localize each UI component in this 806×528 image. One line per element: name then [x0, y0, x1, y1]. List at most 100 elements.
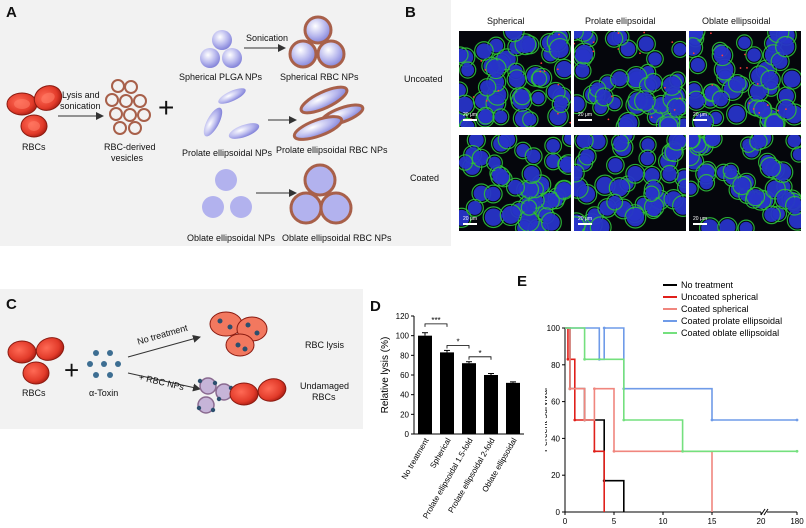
micrograph-coated-spherical: 20 μm	[459, 135, 571, 231]
nanoparticle-dot	[744, 53, 746, 56]
cell-membrane	[737, 219, 755, 231]
plus-sign-c: +	[64, 355, 80, 385]
cell-membrane	[624, 206, 647, 229]
cell-membrane	[689, 135, 701, 150]
cell-nucleus	[515, 89, 530, 104]
cell-nucleus	[638, 36, 654, 52]
censor-mark	[795, 418, 799, 422]
legend-label: Uncoated spherical	[681, 292, 758, 302]
cell-membrane	[676, 178, 686, 196]
nanoparticle-dot	[721, 54, 724, 57]
cell-membrane	[745, 46, 763, 64]
cell-membrane	[513, 87, 532, 106]
cell-nucleus	[719, 219, 736, 231]
cell-nucleus	[543, 214, 560, 231]
cell-membrane	[471, 148, 491, 168]
cell-nucleus	[516, 35, 535, 53]
label-spherical-plga: Spherical PLGA NPs	[179, 72, 263, 82]
cell-nucleus	[499, 135, 516, 148]
bar	[440, 352, 454, 434]
cell-nucleus	[607, 31, 622, 46]
censor-mark	[566, 357, 570, 361]
cell-nucleus	[468, 135, 484, 148]
cell-membrane	[531, 67, 553, 89]
y-tick-label: 0	[556, 508, 561, 517]
cell-nucleus	[747, 48, 761, 62]
cell-nucleus	[738, 36, 751, 49]
y-tick-label: 80	[551, 361, 560, 370]
cell-nucleus	[473, 150, 489, 166]
legend-label: No treatment	[681, 280, 734, 290]
cell-membrane	[606, 155, 625, 175]
cell-membrane	[726, 103, 748, 125]
cell-nucleus	[610, 179, 629, 197]
label-alpha-toxin: α-Toxin	[89, 388, 119, 398]
cell-nucleus	[556, 60, 571, 78]
cell-membrane	[553, 58, 571, 80]
cell-nucleus	[575, 44, 594, 63]
cell-nucleus	[505, 31, 523, 41]
nanoparticle-dot	[497, 89, 500, 92]
cell-nucleus	[467, 201, 482, 215]
cell-nucleus	[699, 176, 713, 190]
legend-label: Coated oblate ellipsoidal	[681, 328, 779, 338]
cell-nucleus	[476, 43, 492, 59]
y-tick-label: 100	[547, 324, 561, 333]
cell-membrane	[611, 135, 630, 152]
cell-membrane	[732, 175, 752, 196]
cell-nucleus	[619, 113, 638, 127]
cell-membrane	[775, 99, 797, 121]
cell-nucleus	[519, 212, 538, 231]
cell-nucleus	[653, 97, 669, 112]
cell-membrane	[476, 106, 495, 125]
cell-nucleus	[486, 186, 501, 202]
label-rbcs-c: RBCs	[22, 388, 46, 398]
cell-nucleus	[597, 89, 612, 105]
nanoparticle-dot	[679, 97, 682, 100]
y-tick-label: 60	[400, 371, 409, 380]
cell-membrane	[660, 164, 679, 184]
cell-membrane	[764, 113, 786, 127]
cell-nucleus	[608, 195, 621, 209]
label-spherical-rbc: Spherical RBC NPs	[280, 72, 359, 82]
nanoparticle-dot	[746, 66, 748, 69]
nanoparticle-dot	[607, 118, 610, 121]
nanoparticle-dot	[480, 60, 483, 62]
cell-membrane	[459, 94, 476, 116]
cell-membrane	[492, 108, 510, 126]
cell-membrane	[638, 149, 657, 168]
cell-nucleus	[769, 31, 788, 42]
cell-membrane	[666, 135, 686, 151]
cell-nucleus	[556, 181, 571, 198]
censor-mark	[622, 418, 626, 422]
cell-nucleus	[673, 43, 686, 56]
cell-nucleus	[459, 48, 467, 62]
cell-nucleus	[662, 167, 677, 182]
cell-membrane	[540, 211, 562, 231]
cell-nucleus	[550, 40, 569, 58]
nanoparticle-dot	[643, 31, 646, 34]
cell-nucleus	[787, 198, 801, 214]
x-tick-label: 0	[563, 517, 568, 526]
cell-membrane	[594, 87, 614, 107]
panel-e-letter: E	[517, 273, 528, 290]
panel-c	[0, 289, 363, 429]
cell-nucleus	[689, 182, 697, 195]
cell-membrane	[671, 194, 686, 217]
nanoparticle-dot	[610, 95, 613, 98]
cell-membrane	[703, 135, 723, 149]
cell-nucleus	[524, 113, 537, 126]
nanoparticle-dot	[540, 62, 543, 65]
cell-membrane	[711, 90, 731, 109]
cell-nucleus	[730, 76, 745, 91]
y-tick-label: 0	[405, 430, 410, 439]
nanoparticle-dot	[650, 116, 653, 119]
oblate-rbc-nps	[289, 163, 353, 225]
cell-membrane	[459, 117, 477, 127]
cell-nucleus	[792, 148, 801, 161]
cell-membrane	[485, 57, 507, 80]
cell-nucleus	[620, 41, 636, 57]
cell-nucleus	[484, 208, 503, 226]
